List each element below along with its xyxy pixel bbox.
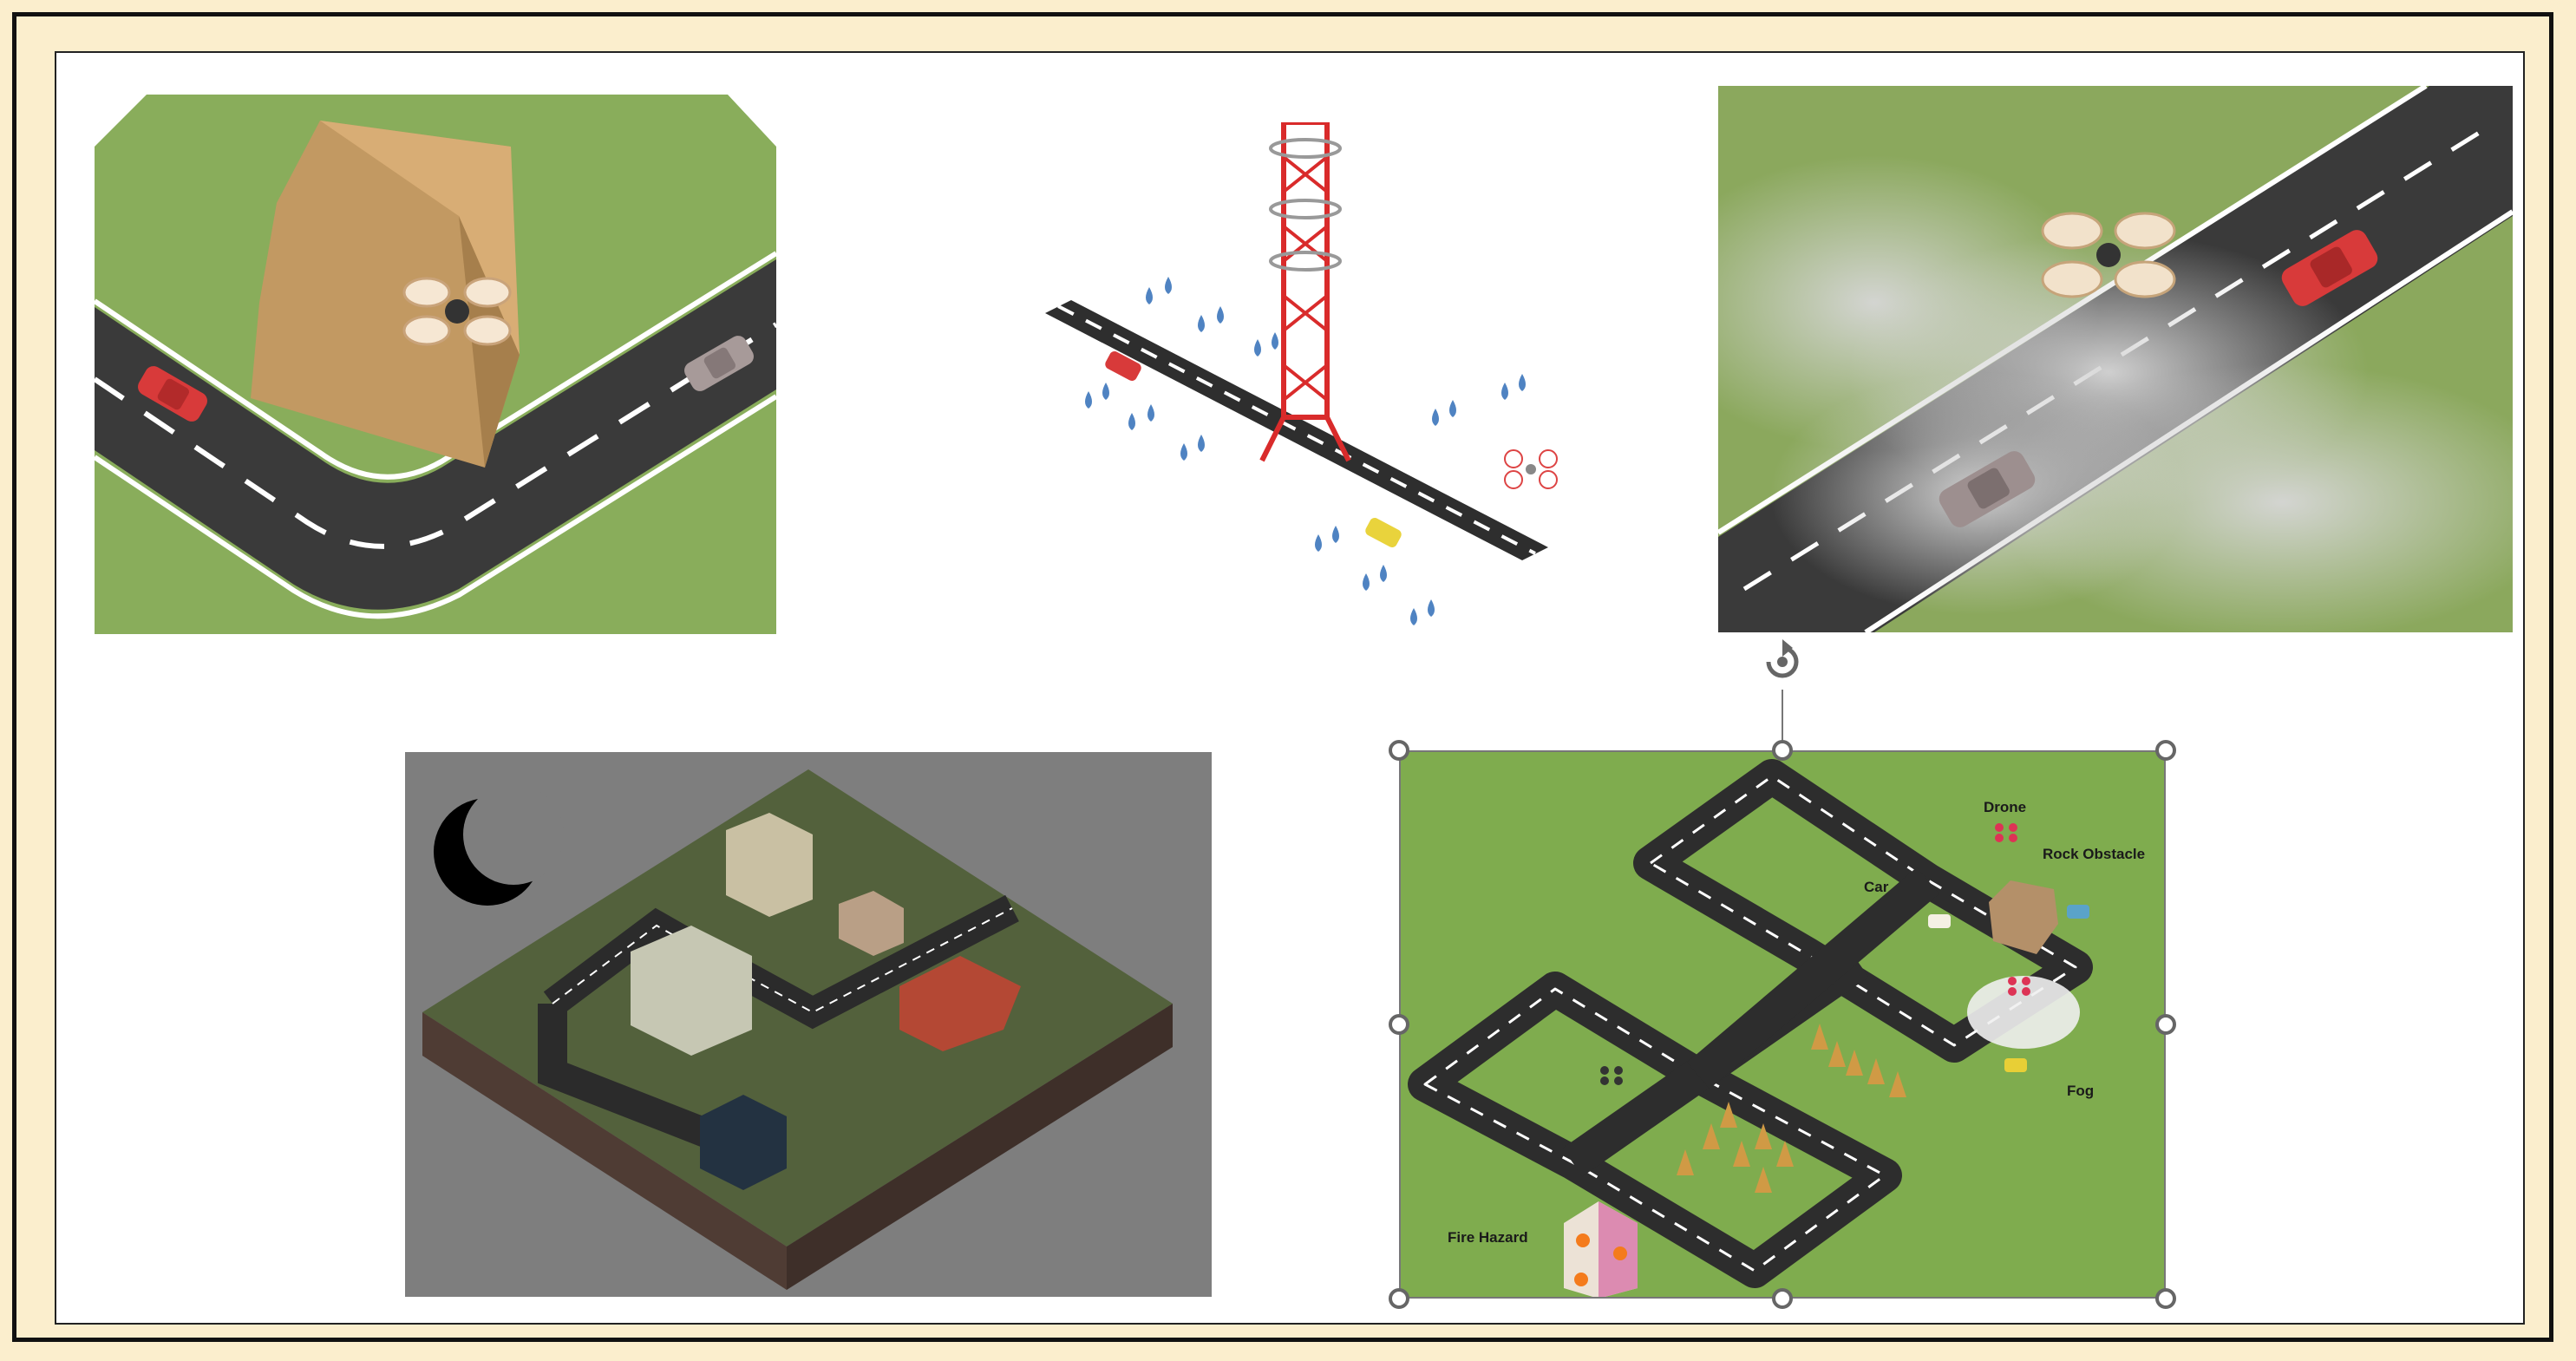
- map-label-fog: Fog: [2067, 1083, 2095, 1099]
- slide-canvas[interactable]: Drone Rock Obstacle Car Fog Fire Hazard: [55, 51, 2525, 1325]
- rock-obstacle-illustration: [95, 95, 776, 634]
- resize-handle-bottom-center[interactable]: [1772, 1288, 1793, 1309]
- cell-tower-icon: [1259, 122, 1351, 462]
- rock-obstacle-panel[interactable]: [95, 95, 776, 634]
- map-label-rock-obstacle: Rock Obstacle: [2043, 846, 2146, 862]
- resize-handle-bottom-right[interactable]: [2155, 1288, 2176, 1309]
- rotate-icon[interactable]: [1756, 636, 1808, 688]
- scenario-map-illustration: [1399, 750, 2166, 1299]
- map-label-drone: Drone: [1984, 799, 2027, 815]
- resize-handle-middle-right[interactable]: [2155, 1014, 2176, 1035]
- rotate-connector: [1782, 690, 1783, 750]
- rain-tower-panel[interactable]: [1019, 122, 1574, 634]
- drone-icon: [2041, 212, 2176, 298]
- fog-scene-panel[interactable]: [1718, 86, 2513, 632]
- map-label-fire-hazard: Fire Hazard: [1448, 1229, 1528, 1246]
- night-city-panel[interactable]: [405, 752, 1212, 1297]
- resize-handle-middle-left[interactable]: [1389, 1014, 1409, 1035]
- resize-handle-top-left[interactable]: [1389, 740, 1409, 761]
- map-label-car: Car: [1864, 879, 1889, 895]
- scenario-map-panel[interactable]: Drone Rock Obstacle Car Fog Fire Hazard: [1399, 750, 2166, 1299]
- resize-handle-bottom-left[interactable]: [1389, 1288, 1409, 1309]
- moon-icon: [434, 784, 564, 906]
- rain-tower-illustration: [1045, 122, 1558, 625]
- resize-handle-top-right[interactable]: [2155, 740, 2176, 761]
- slide-frame: Drone Rock Obstacle Car Fog Fire Hazard: [12, 12, 2553, 1342]
- fog-scene-illustration: [1718, 86, 2513, 632]
- night-city-illustration: [405, 752, 1212, 1297]
- resize-handle-top-center[interactable]: [1772, 740, 1793, 761]
- drone-icon: [402, 277, 512, 346]
